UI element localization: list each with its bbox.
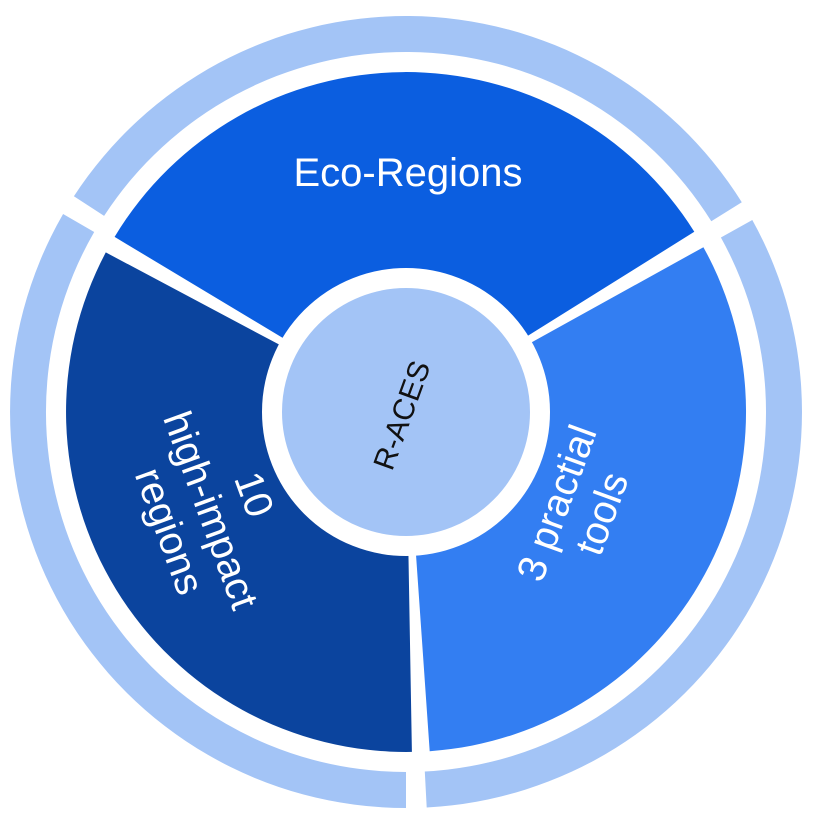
center-hub[interactable]	[262, 268, 550, 556]
segment-eco-regions-label: Eco-Regions	[293, 151, 522, 195]
segment-practical-tools[interactable]	[415, 247, 747, 752]
outer-ring-arc-top	[73, 16, 742, 222]
outer-ring-arc-left	[10, 214, 407, 808]
outer-ring	[10, 16, 802, 808]
segment-high-impact-regions[interactable]	[66, 252, 412, 752]
segments	[66, 72, 747, 752]
outer-ring-arc-right	[424, 220, 802, 808]
segment-eco-regions[interactable]	[114, 72, 695, 340]
